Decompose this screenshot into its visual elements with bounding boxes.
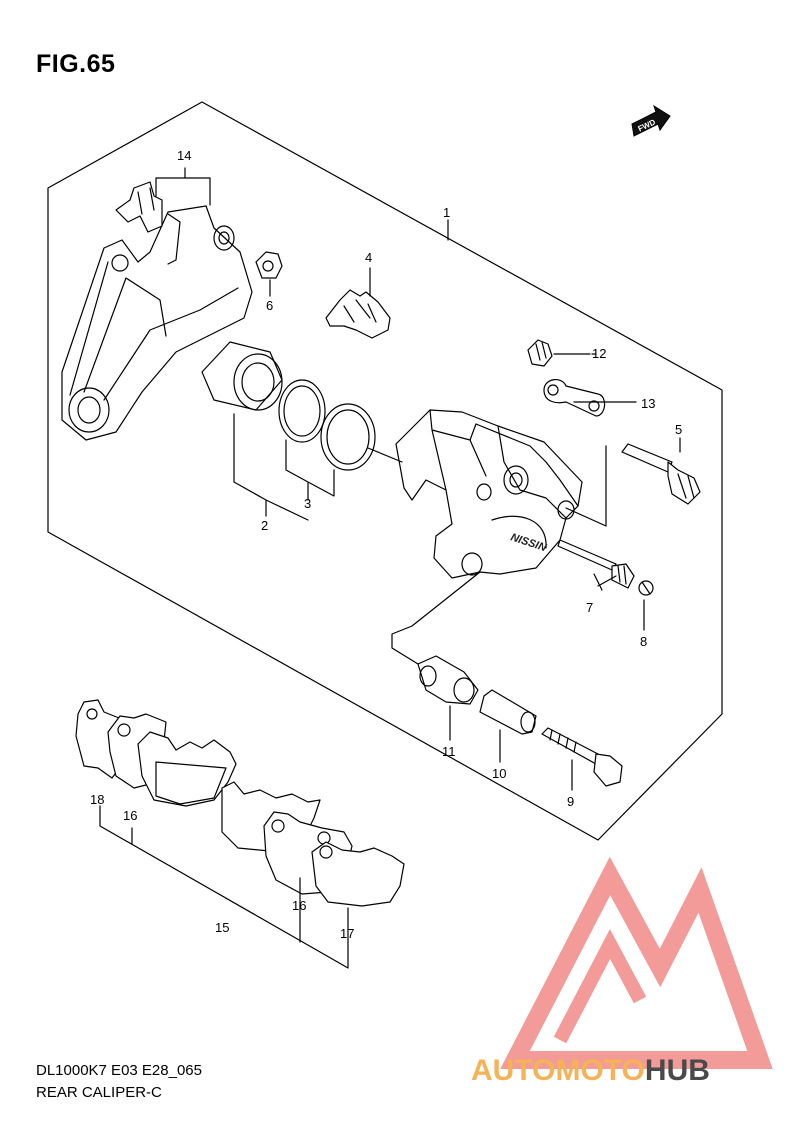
slide-pin-5 <box>621 443 701 505</box>
callout-10: 10 <box>492 766 506 781</box>
callout-11: 11 <box>442 744 456 759</box>
callout-16b: 16 <box>292 898 306 913</box>
clip-8 <box>638 580 654 596</box>
bleeder-cap-13 <box>543 379 606 417</box>
assembly-outline <box>47 101 723 841</box>
shim-17 <box>311 841 405 907</box>
callout-8: 8 <box>640 634 647 649</box>
callout-16a: 16 <box>123 808 137 823</box>
callout-4: 4 <box>365 250 372 265</box>
watermark-text: AUTOMOTOHUB <box>471 1054 710 1087</box>
watermark-logo: AUTOMOTOHUB <box>471 856 773 1087</box>
callout-17: 17 <box>340 926 354 941</box>
watermark-triangle-icon <box>500 856 773 1069</box>
callout-2: 2 <box>261 518 268 533</box>
callout-6: 6 <box>266 298 273 313</box>
watermark-part1: AUTOMOTO <box>471 1054 645 1087</box>
caliper-bracket <box>61 205 253 441</box>
watermark-part2: HUB <box>645 1054 710 1087</box>
piston-seal-3 <box>278 379 326 443</box>
footer-code: DL1000K7 E03 E28_065 <box>36 1062 202 1079</box>
nut-6 <box>255 251 283 279</box>
sleeve-10 <box>479 689 537 735</box>
caliper-body: NISSIN <box>395 409 583 579</box>
callout-18: 18 <box>90 792 104 807</box>
dust-seal-3 <box>320 403 376 471</box>
bleeder-valve-12 <box>527 339 553 367</box>
boot-11 <box>417 655 479 705</box>
piston-2 <box>201 341 283 411</box>
callout-1: 1 <box>443 205 450 220</box>
callout-12: 12 <box>592 346 606 361</box>
leader-lines <box>99 167 681 969</box>
callout-3: 3 <box>304 496 311 511</box>
callout-14: 14 <box>177 148 191 163</box>
pad-pin-7 <box>557 539 635 589</box>
pad-spring-4 <box>325 289 391 339</box>
callout-5: 5 <box>675 422 682 437</box>
callout-13: 13 <box>641 396 655 411</box>
pad-spring-14 <box>115 181 163 233</box>
callout-15: 15 <box>215 920 229 935</box>
figure-title: FIG.65 <box>36 50 116 78</box>
callout-7: 7 <box>586 600 593 615</box>
brake-pad-a <box>137 731 237 807</box>
callout-9: 9 <box>567 794 574 809</box>
fwd-arrow-icon: FWD <box>631 104 671 137</box>
bolt-9 <box>541 727 623 787</box>
footer-name: REAR CALIPER-C <box>36 1084 162 1101</box>
